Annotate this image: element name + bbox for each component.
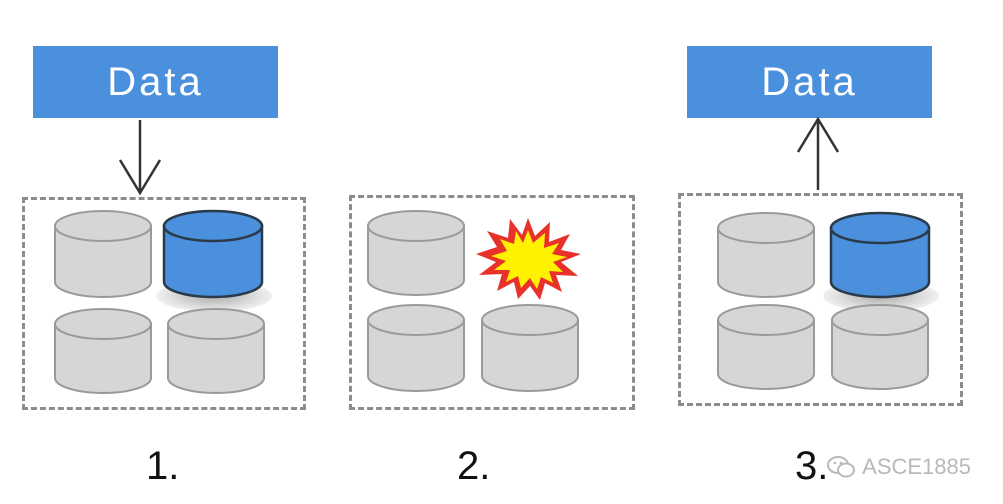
- disk-2-bottom-right: [481, 304, 579, 392]
- disk-1-top-left: [54, 210, 152, 298]
- explosion-burst-icon: [476, 218, 581, 300]
- wechat-icon: [827, 456, 856, 478]
- arrow-up-icon: [796, 116, 840, 190]
- disk-1-bottom-right: [167, 308, 265, 394]
- storage-group-3: [678, 193, 963, 406]
- storage-group-2: [349, 195, 635, 410]
- disk-3-bottom-left: [717, 304, 815, 390]
- disk-3-top-right-highlighted: [823, 211, 939, 312]
- data-box-1-label: Data: [107, 59, 204, 104]
- data-box-3: Data: [687, 46, 932, 118]
- storage-group-1: [22, 197, 306, 410]
- watermark: ASCE1885: [826, 454, 971, 480]
- arrow-down-icon: [118, 120, 162, 196]
- disk-3-top-left: [717, 212, 815, 298]
- disk-2-top-left: [367, 210, 465, 296]
- data-box-3-label: Data: [761, 59, 858, 104]
- watermark-text: ASCE1885: [862, 454, 971, 479]
- disk-1-bottom-left: [54, 308, 152, 394]
- data-box-1: Data: [33, 46, 278, 118]
- step-label-3: 3.: [795, 444, 829, 488]
- disk-3-bottom-right: [831, 304, 929, 390]
- disk-1-top-right-highlighted: [156, 209, 272, 312]
- step-label-1: 1.: [146, 444, 180, 488]
- step-label-2: 2.: [457, 444, 491, 488]
- disk-2-bottom-left: [367, 304, 465, 392]
